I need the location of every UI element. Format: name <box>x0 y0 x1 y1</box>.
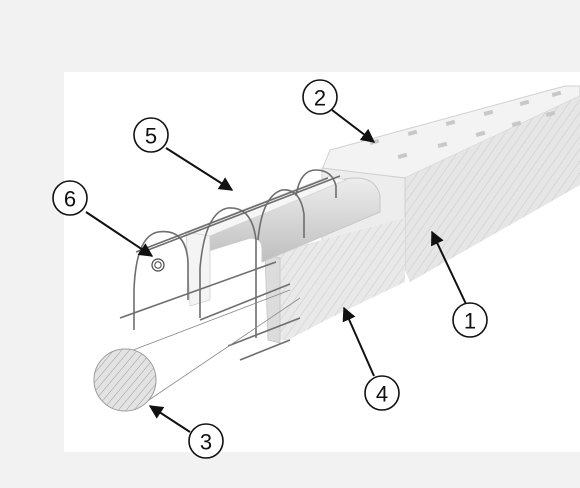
callout-6: 6 <box>52 180 88 216</box>
callout-6-label: 6 <box>64 187 76 212</box>
callout-3: 3 <box>188 423 224 459</box>
callout-5-label: 5 <box>145 124 157 149</box>
reinforcement-cage <box>119 169 341 361</box>
side-form-panel <box>264 218 405 344</box>
leader-lines <box>85 109 467 433</box>
callout-1: 1 <box>452 302 488 338</box>
callout-5: 5 <box>133 117 169 153</box>
callout-2: 2 <box>302 79 338 115</box>
callout-4: 4 <box>364 375 400 411</box>
callout-3-label: 3 <box>200 430 212 455</box>
callout-1-label: 1 <box>464 309 476 334</box>
concrete-beam <box>321 85 580 282</box>
top-slot-holes <box>369 90 562 159</box>
mesh-detail-circle <box>93 289 301 412</box>
callout-4-label: 4 <box>376 382 388 407</box>
callout-2-label: 2 <box>314 86 326 111</box>
rebar-section-symbol <box>151 258 165 272</box>
